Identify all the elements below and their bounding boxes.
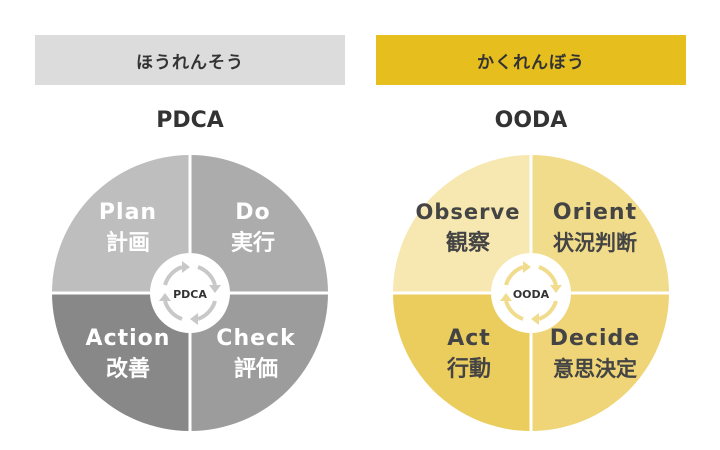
pdca-action-en: Action xyxy=(86,326,171,351)
pdca-title: PDCA xyxy=(156,108,224,133)
hourensou-banner-label: ほうれんそう xyxy=(136,52,244,73)
ooda-center-label: OODA xyxy=(513,288,550,301)
pdca-quadrant-plan xyxy=(52,155,190,293)
hourensou-banner: ほうれんそう xyxy=(35,35,345,85)
pdca-quadrant-action xyxy=(52,293,190,431)
ooda-decide-ja: 意思決定 xyxy=(553,357,637,381)
pdca-plan-en: Plan xyxy=(99,200,157,225)
pdca-center-label: PDCA xyxy=(173,288,207,301)
pdca-do-ja: 実行 xyxy=(231,230,275,256)
pdca-action-ja: 改善 xyxy=(106,356,150,382)
ooda-decide-en: Decide xyxy=(550,326,640,351)
ooda-cycle: Observe 観察 Orient 状況判断 Act 行動 Decide 意思決… xyxy=(393,155,669,431)
ooda-cycle-icon: OODA xyxy=(491,253,571,333)
ooda-act-ja: 行動 xyxy=(446,356,491,382)
pdca-check-ja: 評価 xyxy=(234,356,278,382)
ooda-quadrant-decide xyxy=(531,293,669,431)
pdca-cycle: Plan 計画 Do 実行 Action 改善 Check 評価 PDCA xyxy=(52,155,328,431)
ooda-quadrant-observe xyxy=(393,155,531,293)
ooda-act-en: Act xyxy=(447,326,491,351)
ooda-quadrant-act xyxy=(393,293,531,431)
pdca-check-en: Check xyxy=(216,326,296,351)
pdca-do-en: Do xyxy=(235,200,270,225)
kakurenbou-banner-label: かくれんぼう xyxy=(477,52,585,73)
pdca-quadrant-check xyxy=(190,293,328,431)
ooda-quadrant-orient xyxy=(531,155,669,293)
pdca-plan-ja: 計画 xyxy=(106,230,150,256)
ooda-orient-ja: 状況判断 xyxy=(553,231,637,255)
ooda-observe-ja: 観察 xyxy=(446,230,491,256)
ooda-title: OODA xyxy=(494,108,568,133)
pdca-quadrant-do xyxy=(190,155,328,293)
kakurenbou-banner: かくれんぼう xyxy=(376,35,686,85)
ooda-observe-en: Observe xyxy=(416,200,521,224)
pdca-cycle-icon: PDCA xyxy=(150,253,230,333)
ooda-orient-en: Orient xyxy=(553,200,637,225)
